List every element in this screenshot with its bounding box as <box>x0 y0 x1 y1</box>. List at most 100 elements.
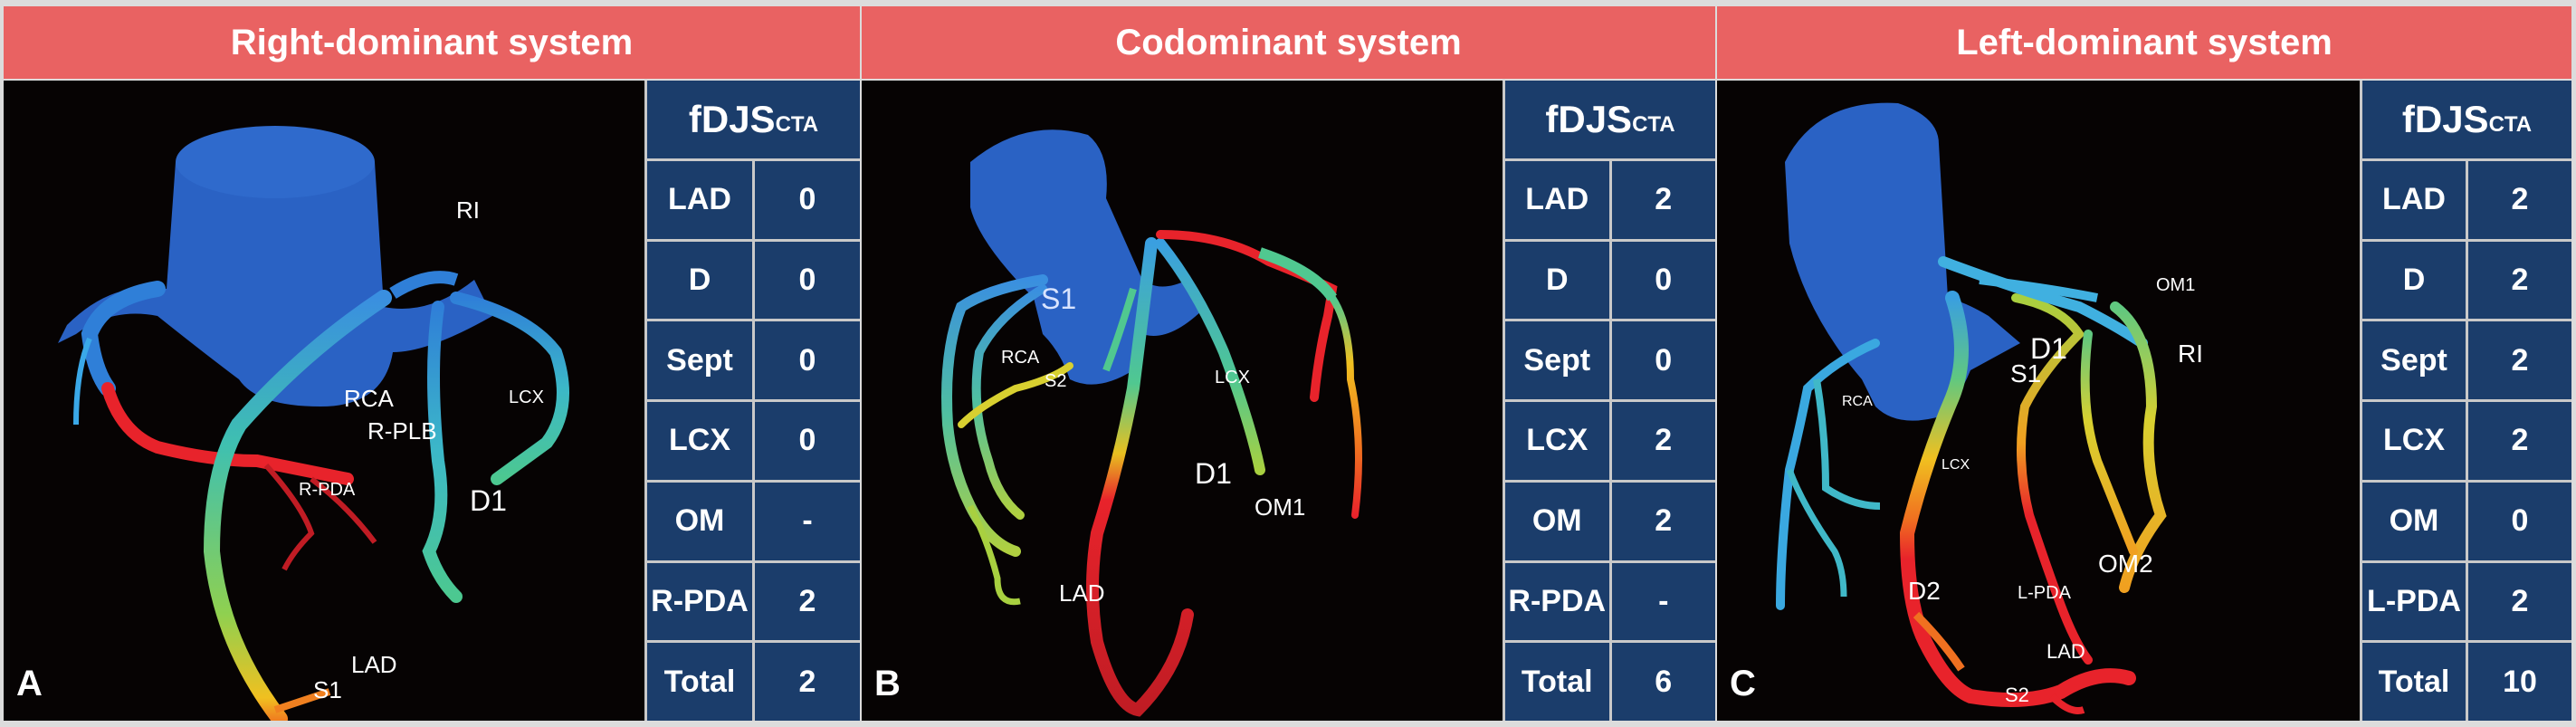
vessel-label-s1: S1 <box>1041 282 1077 315</box>
vessel-label-d1: D1 <box>470 484 507 517</box>
row-value: 0 <box>2511 503 2529 539</box>
table-row: LCX 2 <box>1505 402 1715 483</box>
row-value: 2 <box>2511 182 2529 217</box>
row-label: OM <box>2362 482 2468 560</box>
table-row: Sept 0 <box>1505 321 1715 402</box>
row-label: LAD <box>647 160 755 239</box>
vessel-tree-b <box>941 129 1362 717</box>
row-value: 2 <box>1655 182 1673 217</box>
table-row: LAD 0 <box>647 160 860 242</box>
row-label: LCX <box>1505 402 1612 480</box>
vessel-label-r-pda: R-PDA <box>299 480 356 500</box>
vessel-label-d1: D1 <box>2030 332 2067 365</box>
table-row: LAD 2 <box>1505 160 1715 242</box>
table-row: OM 0 <box>2362 482 2571 563</box>
row-label: Sept <box>1505 321 1612 399</box>
row-value: 0 <box>1655 342 1673 378</box>
vessel-label-rca: RCA <box>1842 394 1873 409</box>
vessel-label-lcx: LCX <box>1215 368 1250 387</box>
lad-vessel <box>1899 291 2136 707</box>
vessel-label-lcx: LCX <box>509 387 544 407</box>
panel-title: Codominant system <box>862 6 1715 81</box>
rca-vessel <box>941 274 1048 557</box>
row-label: R-PDA <box>647 562 755 641</box>
row-value: 2 <box>2511 423 2529 458</box>
vessel-label-s1: S1 <box>2010 359 2042 387</box>
row-value: 2 <box>2511 262 2529 297</box>
rca-vessel <box>81 281 166 397</box>
panel-letter: A <box>16 664 43 703</box>
row-label: R-PDA <box>1505 562 1612 641</box>
vessel-label-rca: RCA <box>1001 348 1040 368</box>
table-row: Sept 0 <box>647 321 860 402</box>
row-label: Total <box>647 643 755 721</box>
lad-vessel <box>1086 237 1194 717</box>
table-row: OM 2 <box>1505 482 1715 563</box>
vessel-tree-c <box>1776 102 2167 714</box>
vessel-label-s2: S2 <box>1045 371 1067 391</box>
row-value: 2 <box>1655 503 1673 539</box>
row-label: LCX <box>2362 402 2468 480</box>
row-label: Sept <box>647 321 755 399</box>
row-value: 0 <box>798 182 816 217</box>
vessel-label-d1: D1 <box>1195 457 1232 490</box>
row-value: 2 <box>1655 423 1673 458</box>
rca-vessel <box>1776 339 1880 610</box>
coronary-3d-render: S1 RCA S2 LCX D1 OM1 LAD B <box>862 81 1503 721</box>
vessel-label-om1: OM1 <box>1255 493 1306 521</box>
d1-vessel <box>1155 238 1265 475</box>
lcx-vessel <box>2011 293 2093 665</box>
table-subscript: CTA <box>1632 111 1675 137</box>
row-label: Sept <box>2362 321 2468 399</box>
row-value: 2 <box>798 664 816 699</box>
row-label: D <box>1505 241 1612 320</box>
vessel-label-lcx: LCX <box>1942 457 1970 473</box>
row-label: Total <box>1505 643 1612 721</box>
row-value: 2 <box>798 583 816 618</box>
panel-right-dominant: Right-dominant system <box>4 6 860 721</box>
table-row: R-PDA 2 <box>647 562 860 644</box>
vessel-tree-a <box>58 126 569 721</box>
table-row: L-PDA 2 <box>2362 562 2571 644</box>
row-label: L-PDA <box>2362 562 2468 641</box>
row-value: - <box>1658 583 1669 618</box>
row-value: 0 <box>798 262 816 297</box>
vessel-label-lad: LAD <box>351 651 397 678</box>
table-row: OM- <box>647 482 860 563</box>
row-label: OM <box>1505 482 1612 560</box>
row-label: D <box>647 241 755 320</box>
row-value: 0 <box>1655 262 1673 297</box>
row-value: 10 <box>2503 664 2537 699</box>
row-value: 0 <box>798 342 816 378</box>
panel-title: Right-dominant system <box>4 6 860 81</box>
vessel-label-ri: RI <box>456 196 480 224</box>
table-title: fDJS <box>2401 97 2489 140</box>
om1-vessel <box>1329 294 1362 519</box>
row-label: LCX <box>647 402 755 480</box>
row-value: - <box>802 503 813 539</box>
table-title: fDJS <box>1545 97 1633 140</box>
vessel-label-l-pda: L-PDA <box>2018 583 2071 603</box>
panel-title: Left-dominant system <box>1717 6 2571 81</box>
row-value: 2 <box>2511 583 2529 618</box>
row-label: LAD <box>1505 160 1612 239</box>
panel-codominant: Codominant system <box>862 6 1715 721</box>
table-subscript: CTA <box>2488 111 2533 137</box>
vessel-label-lad: LAD <box>2046 640 2085 663</box>
aorta <box>58 139 492 407</box>
vessel-label-om2: OM2 <box>2098 550 2153 578</box>
panel-letter: B <box>874 664 901 703</box>
lcx-vessel <box>450 292 569 485</box>
d1-vessel <box>422 301 463 603</box>
table-row: LCX 2 <box>2362 402 2571 483</box>
